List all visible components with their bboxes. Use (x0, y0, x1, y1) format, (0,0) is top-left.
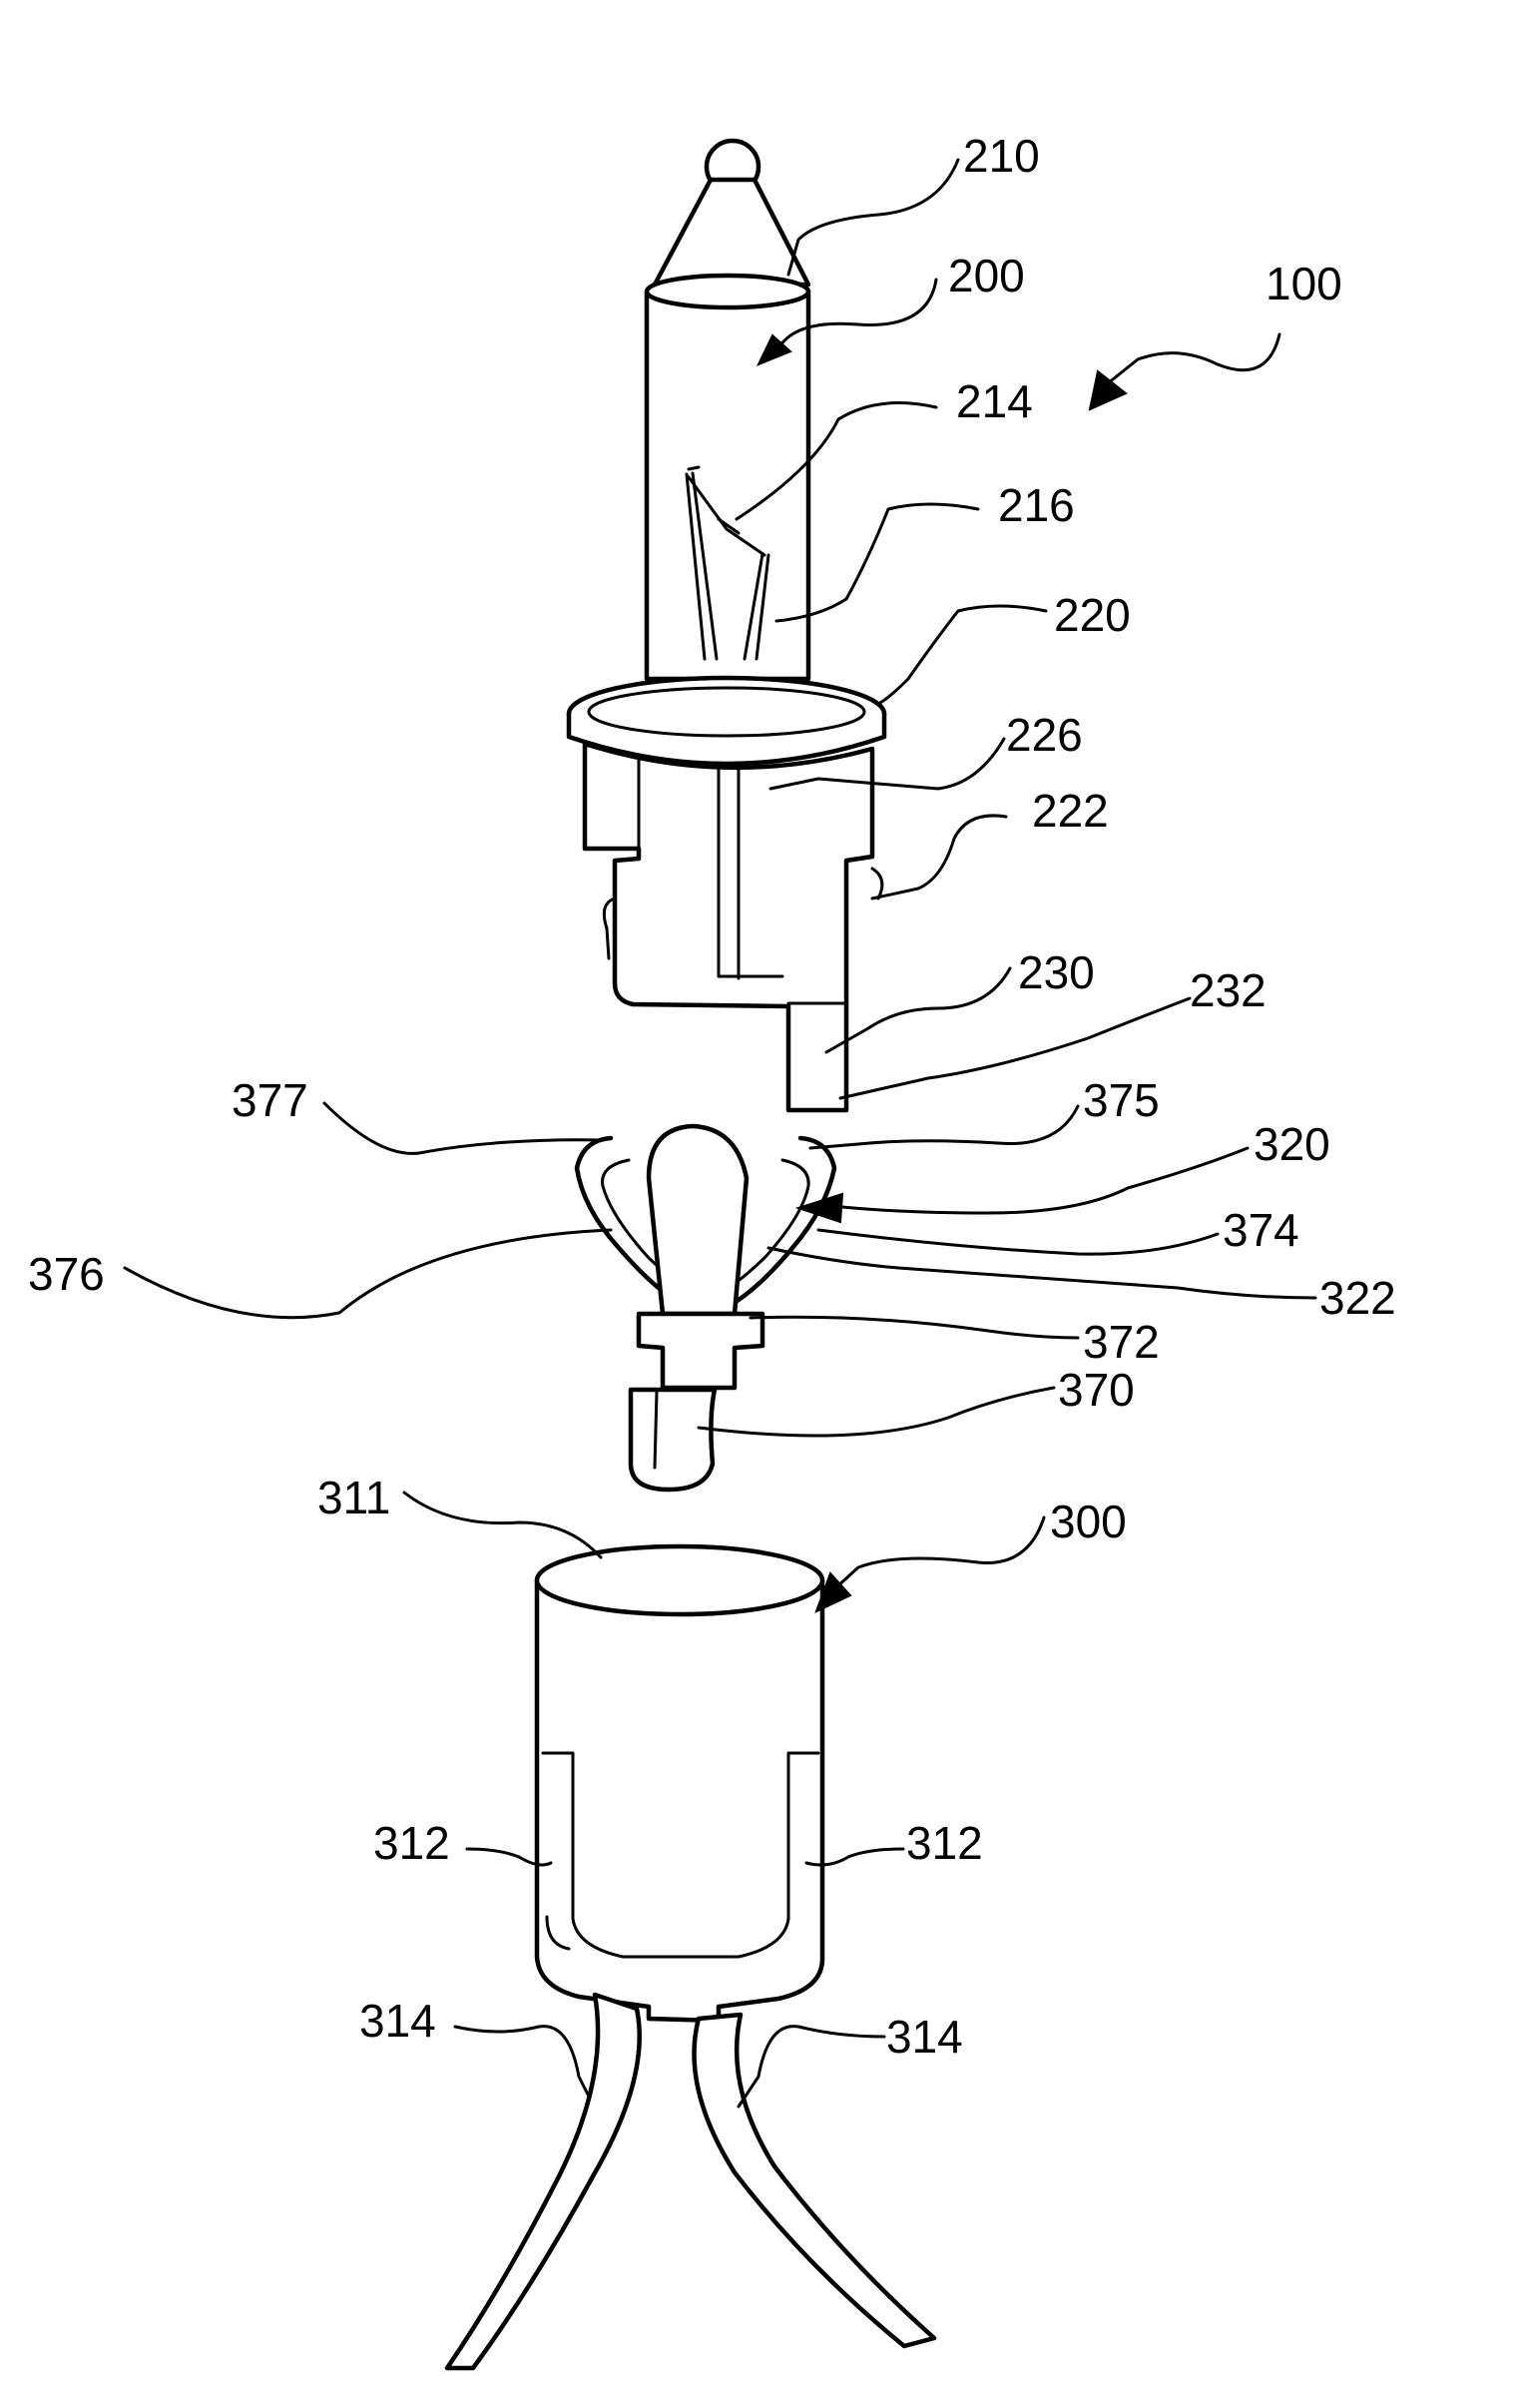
label-375: 375 (1083, 1074, 1160, 1126)
label-100: 100 (1265, 258, 1342, 309)
label-374: 374 (1223, 1204, 1299, 1256)
label-376: 376 (28, 1248, 105, 1300)
label-230: 230 (1018, 946, 1095, 998)
label-370: 370 (1058, 1364, 1135, 1416)
label-210: 210 (963, 130, 1040, 182)
label-222: 222 (1032, 785, 1109, 837)
label-312-left: 312 (373, 1817, 450, 1869)
label-312-right: 312 (906, 1817, 983, 1869)
label-220: 220 (1054, 589, 1131, 641)
label-314-left: 314 (359, 1995, 436, 2047)
label-214: 214 (956, 375, 1033, 427)
label-216: 216 (998, 479, 1075, 531)
bulb-assembly (569, 141, 884, 1110)
label-314-right: 314 (886, 2011, 963, 2063)
label-377: 377 (232, 1074, 308, 1126)
label-320: 320 (1254, 1118, 1330, 1170)
label-200: 200 (948, 250, 1025, 301)
label-300: 300 (1050, 1496, 1127, 1547)
label-226: 226 (1006, 709, 1083, 761)
socket-housing (447, 1546, 934, 2368)
label-232: 232 (1190, 964, 1266, 1016)
label-372: 372 (1083, 1316, 1160, 1368)
label-311: 311 (317, 1472, 390, 1523)
label-322: 322 (1319, 1272, 1396, 1324)
